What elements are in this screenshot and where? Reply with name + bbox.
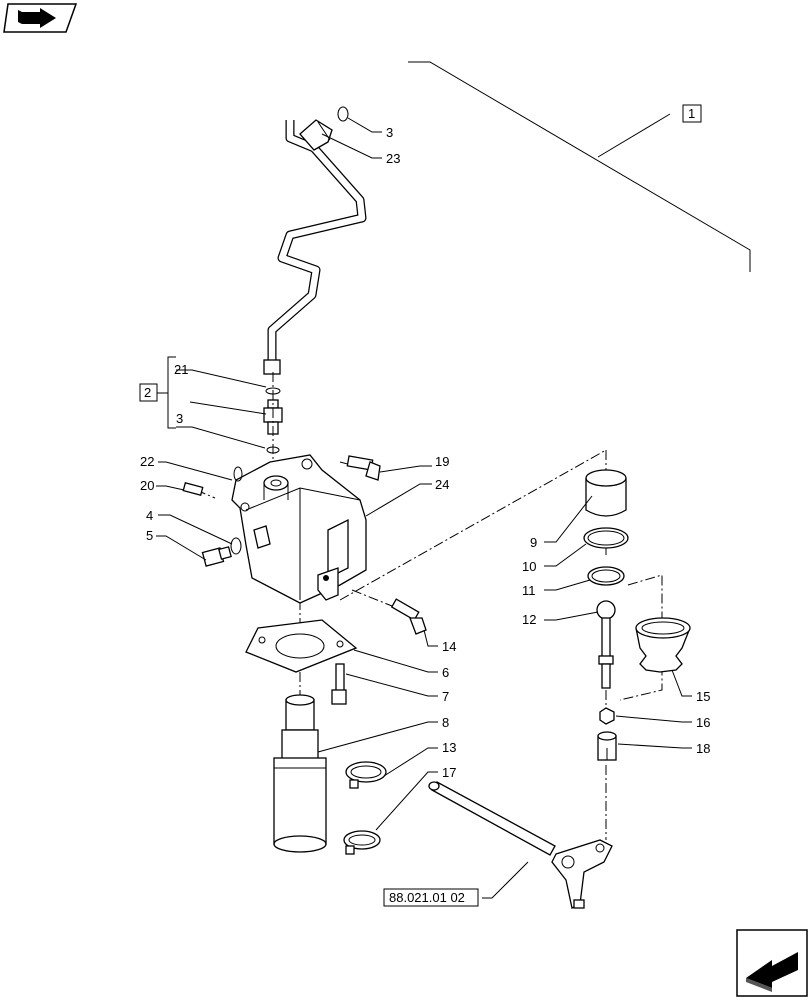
- callout-16: 16: [696, 715, 710, 730]
- callout-22: 22: [140, 454, 154, 469]
- plunger-8: [273, 694, 327, 853]
- callout-3-top: 3: [386, 125, 393, 140]
- callout-15: 15: [696, 689, 710, 704]
- callout-19: 19: [435, 454, 449, 469]
- bolt-14: [390, 598, 427, 635]
- next-page-arrow-icon[interactable]: [736, 929, 808, 997]
- clevis-18: [597, 731, 617, 761]
- bolt-19: [346, 455, 381, 481]
- gasket-6: [245, 619, 358, 673]
- callout-18: 18: [696, 741, 710, 756]
- fuel-pipe: [263, 119, 367, 375]
- group-box-2-text: 2: [144, 385, 151, 400]
- callout-9: 9: [530, 535, 537, 550]
- reference-box-text: 88.021.01 02: [389, 890, 465, 905]
- callout-5: 5: [146, 528, 153, 543]
- callout-11: 11: [522, 583, 536, 598]
- callout-6: 6: [442, 665, 449, 680]
- callout-20: 20: [140, 478, 154, 493]
- callout-8: 8: [442, 715, 449, 730]
- o-ring-top: [337, 106, 349, 122]
- axis-diagonal: [339, 449, 607, 601]
- callout-12: 12: [522, 612, 536, 627]
- clamp-13: [345, 761, 387, 789]
- boot-15: [635, 617, 691, 673]
- assembly-box-1-text: 1: [688, 106, 695, 121]
- stud-20: [182, 482, 204, 496]
- ring-10: [583, 527, 629, 549]
- callout-3-lower: 3: [176, 411, 183, 426]
- box1-lead: [597, 113, 671, 158]
- callout-24: 24: [435, 477, 449, 492]
- callout-13: 13: [442, 740, 456, 755]
- clamp-17: [343, 830, 381, 855]
- assembly-box-1: [682, 104, 702, 123]
- valve-body: [231, 454, 367, 604]
- callout-labels: 3 23 21 3 22 20 4 5 19 24 9 10 11 12 14 …: [140, 125, 710, 780]
- rod-12: [596, 600, 616, 689]
- lever-shaft: [428, 781, 613, 909]
- leader-lines: [156, 117, 692, 899]
- reference-box[interactable]: [383, 888, 479, 907]
- callout-23: 23: [386, 151, 400, 166]
- nut-16: [599, 707, 615, 725]
- callout-7: 7: [442, 689, 449, 704]
- book-arrow-icon[interactable]: [3, 3, 78, 33]
- callout-10: 10: [522, 559, 536, 574]
- callout-14: 14: [442, 639, 456, 654]
- bolt-7: [331, 663, 347, 705]
- assembly-lead-line: [408, 61, 751, 272]
- callout-21: 21: [174, 362, 188, 377]
- cap-9: [585, 469, 627, 517]
- callout-17: 17: [442, 765, 456, 780]
- plug-5: [201, 546, 232, 567]
- seal-4: [230, 537, 242, 555]
- callout-4: 4: [146, 508, 153, 523]
- o-ring-22: [233, 466, 243, 482]
- group-box-2: [139, 383, 158, 402]
- axis-bolt14: [351, 589, 393, 607]
